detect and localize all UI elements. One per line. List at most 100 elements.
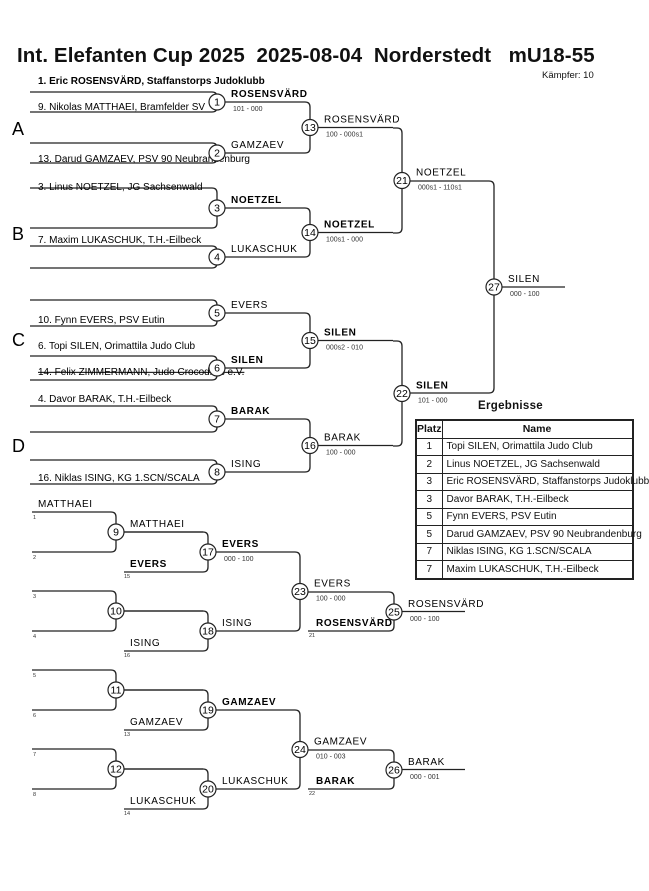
name: Linus NOETZEL, JG Sachsenwald <box>441 455 634 474</box>
name: Niklas ISING, KG 1.SCN/SCALA <box>441 542 634 561</box>
match-number-circle <box>208 304 226 322</box>
competitor-entry: 1. Eric ROSENSVÄRD, Staffanstorps Judokl… <box>38 74 265 87</box>
drop-in-source: 13 <box>124 732 130 738</box>
name: Davor BARAK, T.H.-Eilbeck <box>441 490 634 509</box>
competitor-entry: 10. Fynn EVERS, PSV Eutin <box>38 315 165 326</box>
match-number: 24 <box>294 744 306 756</box>
match-number: 21 <box>396 175 408 187</box>
match-number-circle <box>208 410 226 428</box>
match-winner: ROSENSVÄRD <box>231 87 308 100</box>
name: Fynn EVERS, PSV Eutin <box>441 507 634 526</box>
competitor-entry: 9. Nikolas MATTHAEI, Bramfelder SV <box>38 102 205 113</box>
place: 3 <box>415 472 443 491</box>
seed-number: 8 <box>33 792 36 798</box>
drop-in-name: ROSENSVÄRD <box>316 616 393 629</box>
drop-in-name: ISING <box>130 638 160 649</box>
match-number: 20 <box>202 784 214 796</box>
seed-number: 2 <box>33 555 36 561</box>
header-name: Name <box>441 419 634 439</box>
match-number: 16 <box>304 440 316 452</box>
match-number-circle <box>107 681 125 699</box>
bracket-line <box>32 748 117 790</box>
name: Topi SILEN, Orimattila Judo Club <box>441 437 634 456</box>
match-number: 25 <box>388 607 400 619</box>
bracket-line <box>30 405 218 433</box>
match-number-circle <box>208 463 226 481</box>
match-number: 10 <box>110 606 122 618</box>
match-winner: EVERS <box>314 579 351 590</box>
match-number-circle <box>199 543 217 561</box>
match-number-circle <box>393 384 411 403</box>
competitor-entry: 6. Topi SILEN, Orimattila Judo Club <box>38 341 196 352</box>
match-number: 22 <box>396 388 408 400</box>
match-number: 5 <box>214 308 220 320</box>
match-winner: NOETZEL <box>231 195 282 206</box>
match-score: 101 - 000 <box>233 106 263 113</box>
match-score: 000 - 100 <box>224 556 254 563</box>
match-number: 17 <box>202 547 214 559</box>
match-number: 2 <box>214 148 220 160</box>
seed-name: MATTHAEI <box>38 499 93 510</box>
bracket-line <box>32 590 117 632</box>
match-score: 100 - 000s1 <box>326 132 363 139</box>
match-number: 26 <box>388 765 400 777</box>
bracket-diagram: 1. Eric ROSENSVÄRD, Staffanstorps Judokl… <box>12 74 565 817</box>
fighter-count: Kämpfer: 10 <box>542 70 594 81</box>
drop-in-source: 22 <box>309 791 315 797</box>
match-number-circle <box>107 760 125 778</box>
match-score: 000s1 - 110s1 <box>418 185 462 192</box>
match-number: 18 <box>202 626 214 638</box>
match-number: 27 <box>488 282 500 294</box>
place: 3 <box>415 490 443 509</box>
match-number-circle <box>199 701 217 719</box>
match-number: 15 <box>304 335 316 347</box>
match-score: 010 - 003 <box>316 754 346 761</box>
pool-label: A <box>12 119 24 139</box>
place: 7 <box>415 560 443 579</box>
pool-label: D <box>12 436 25 456</box>
match-number-circle <box>208 199 226 217</box>
match-winner: NOETZEL <box>416 168 466 179</box>
match-number-circle <box>393 171 411 190</box>
results-header-row: Platz Name <box>415 419 634 439</box>
match-number: 8 <box>214 467 220 479</box>
competitor-entry: 3. Linus NOETZEL, JG Sachsenwald <box>38 182 203 193</box>
pool-label: B <box>12 224 24 244</box>
match-number: 3 <box>214 203 220 215</box>
match-winner: EVERS <box>222 539 259 550</box>
competitor-entry: 14. Felix ZIMMERMANN, Judo Crocodiles e.… <box>38 367 244 378</box>
match-number-circle <box>208 93 226 111</box>
match-winner: SILEN <box>324 328 356 339</box>
competitor-entry: 4. Davor BARAK, T.H.-Eilbeck <box>38 394 172 405</box>
match-score: 100 - 000 <box>316 596 346 603</box>
drop-in-name: BARAK <box>316 776 355 787</box>
match-winner: GAMZAEV <box>314 737 367 748</box>
match-score: 000 - 100 <box>510 291 540 298</box>
match-winner: BARAK <box>231 406 270 417</box>
drop-in-source: 16 <box>124 653 130 659</box>
match-winner: NOETZEL <box>324 220 375 231</box>
match-winner: BARAK <box>408 757 445 768</box>
place: 5 <box>415 507 443 526</box>
match-winner: ROSENSVÄRD <box>324 114 400 126</box>
match-winner: GAMZAEV <box>222 697 276 708</box>
pool-label: C <box>12 330 25 350</box>
match-winner: SILEN <box>508 274 540 285</box>
name: Eric ROSENSVÄRD, Staffanstorps Judoklubb <box>441 472 649 491</box>
match-number-circle <box>208 144 226 162</box>
place: 7 <box>415 542 443 561</box>
match-winner: EVERS <box>231 300 268 311</box>
match-number-circle <box>107 523 125 541</box>
seed-number: 1 <box>33 515 36 521</box>
match-number-circle <box>208 359 226 377</box>
drop-in-source: 15 <box>124 574 130 580</box>
name: Maxim LUKASCHUK, T.H.-Eilbeck <box>441 560 634 579</box>
match-number-circle <box>301 118 319 137</box>
